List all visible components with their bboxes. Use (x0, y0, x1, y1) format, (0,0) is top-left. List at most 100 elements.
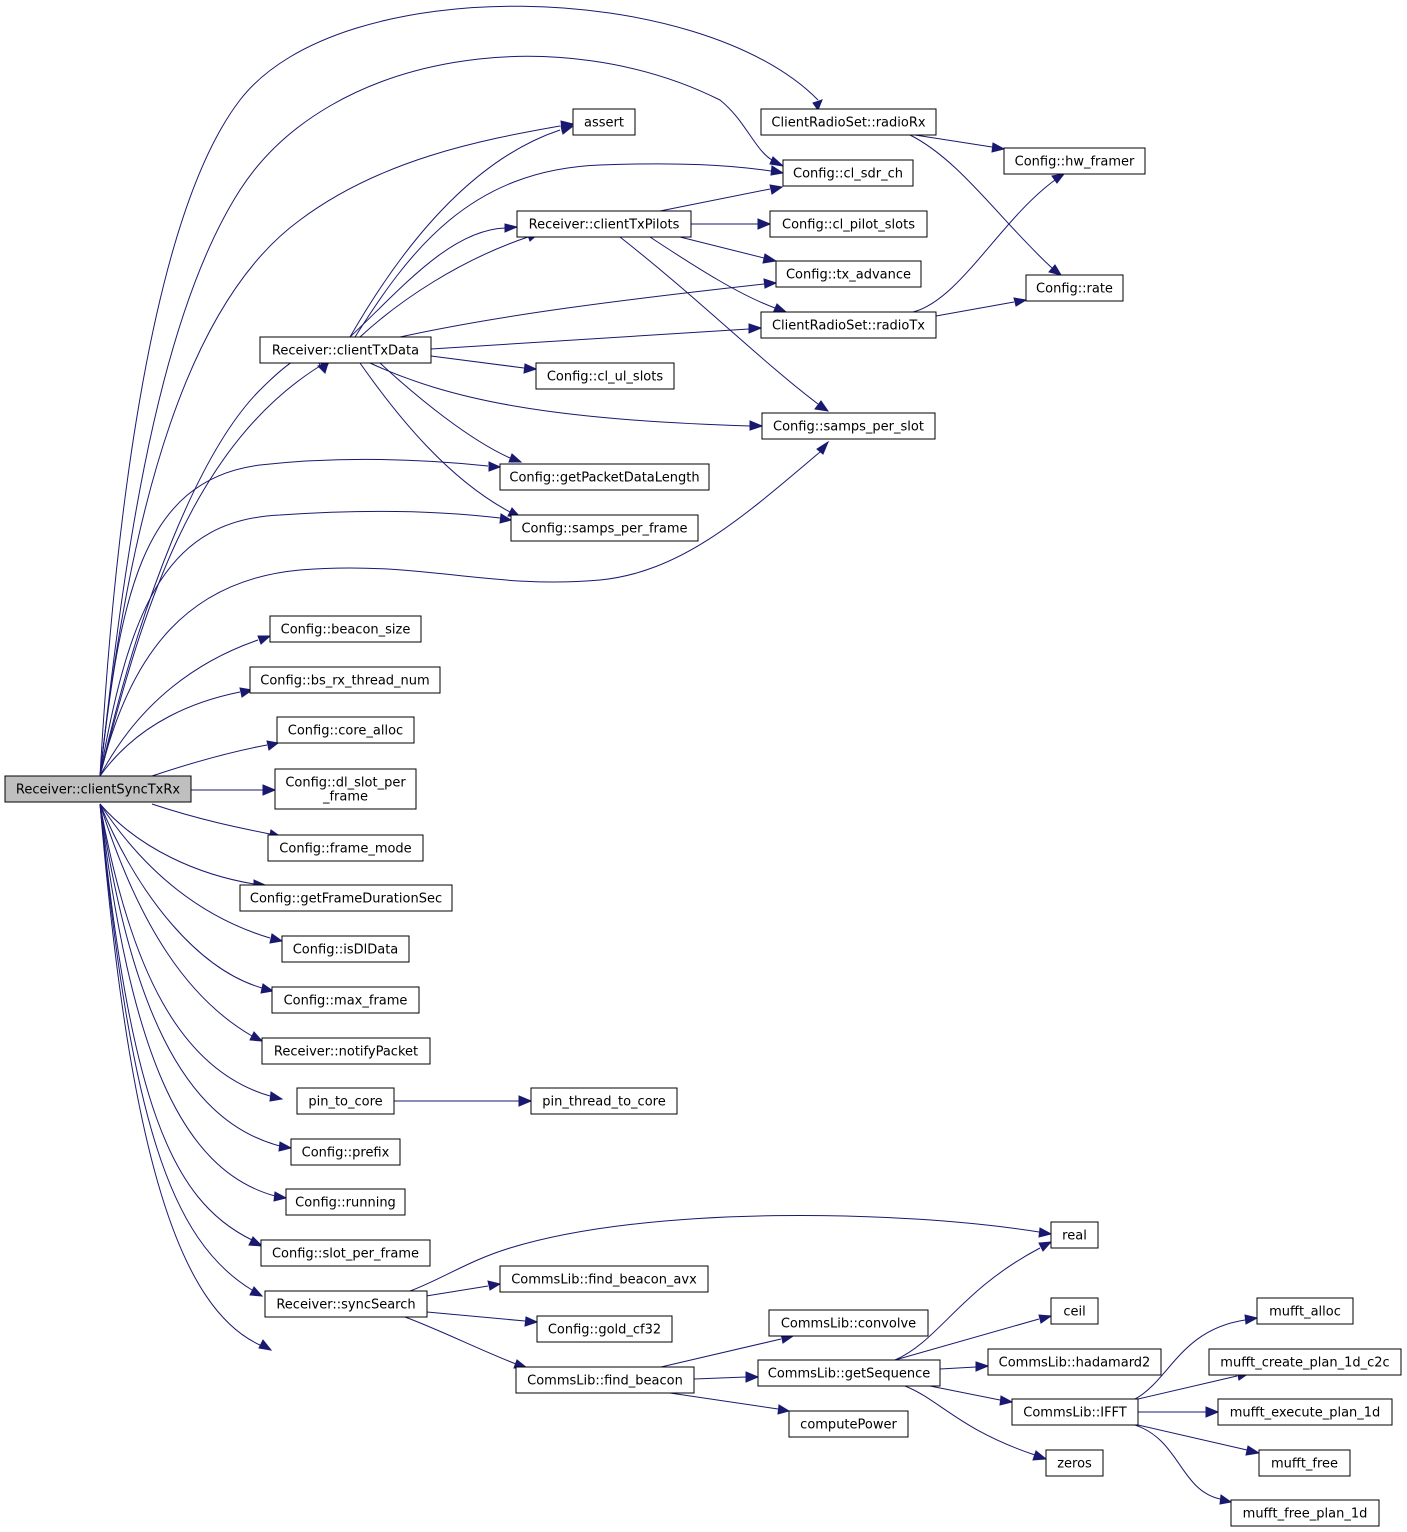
node-assert[interactable]: assert (572, 108, 636, 136)
node-label: Receiver::clientTxPilots (529, 218, 680, 233)
node-core-alloc[interactable]: Config::core_alloc (276, 716, 415, 744)
edge-line (409, 1214, 1040, 1292)
node-dl-slot-per-frame[interactable]: Config::dl_slot_per_frame (274, 768, 417, 810)
node-cl-pilot-slots[interactable]: Config::cl_pilot_slots (769, 210, 928, 238)
call-edge (99, 687, 254, 777)
node-tx-advance[interactable]: Config::tx_advance (775, 260, 922, 288)
call-edge (669, 1392, 791, 1415)
node-box (239, 884, 453, 912)
edge-arrowhead (749, 420, 764, 431)
node-slot-per-frame[interactable]: Config::slot_per_frame (260, 1239, 431, 1267)
node-box (510, 514, 699, 542)
edge-line (399, 283, 765, 338)
node-zeros[interactable]: zeros (1045, 1449, 1104, 1477)
node-mufft-alloc[interactable]: mufft_alloc (1256, 1297, 1354, 1325)
node-box (782, 159, 914, 187)
edge-line (151, 744, 268, 777)
node-box (499, 463, 710, 491)
node-rate[interactable]: Config::rate (1025, 274, 1124, 302)
call-edge (99, 803, 264, 1042)
node-find-beacon-avx[interactable]: CommsLib::find_beacon_avx (499, 1265, 709, 1293)
edge-line (99, 639, 259, 777)
node-samps-per-slot[interactable]: Config::samps_per_slot (761, 412, 936, 440)
node-label: Config::frame_mode (279, 842, 411, 857)
edge-arrowhead (748, 323, 763, 334)
node-ifft[interactable]: CommsLib::IFFT (1011, 1398, 1139, 1426)
node-find-beacon[interactable]: CommsLib::find_beacon (515, 1366, 695, 1394)
node-notifypacket[interactable]: Receiver::notifyPacket (261, 1037, 431, 1065)
edge-line (99, 355, 321, 777)
call-edge (99, 803, 267, 890)
node-computepower[interactable]: computePower (788, 1410, 909, 1438)
node-getsequence[interactable]: CommsLib::getSequence (757, 1359, 941, 1387)
node-max-frame[interactable]: Config::max_frame (271, 986, 420, 1014)
call-edge (426, 1311, 539, 1327)
call-edge (99, 803, 293, 1152)
edge-line (349, 129, 561, 338)
node-clientsynctxrx[interactable]: Receiver::clientSyncTxRx (4, 775, 192, 803)
node-syncsearch[interactable]: Receiver::syncSearch (264, 1290, 428, 1318)
node-clienttxpilots[interactable]: Receiver::clientTxPilots (516, 210, 692, 238)
edge-arrowhead (1219, 1494, 1233, 1505)
node-beacon-size[interactable]: Config::beacon_size (269, 615, 422, 643)
node-cl-sdr-ch[interactable]: Config::cl_sdr_ch (782, 159, 914, 187)
node-mufft-free[interactable]: mufft_free (1258, 1449, 1351, 1477)
node-prefix[interactable]: Config::prefix (290, 1138, 401, 1166)
node-hadamard2[interactable]: CommsLib::hadamard2 (987, 1348, 1162, 1376)
node-box (769, 210, 928, 238)
call-edge (649, 236, 788, 314)
call-edge (99, 803, 264, 1297)
node-box (760, 311, 937, 339)
edge-line (419, 1285, 489, 1298)
node-box (516, 210, 692, 238)
call-edge (1138, 1406, 1220, 1418)
node-box (515, 1366, 695, 1394)
node-frame-mode[interactable]: Config::frame_mode (267, 834, 424, 862)
node-getframedurationsec[interactable]: Config::getFrameDurationSec (239, 884, 453, 912)
node-pin-thread-to-core[interactable]: pin_thread_to_core (530, 1087, 678, 1115)
node-mufft-free-plan-1d[interactable]: mufft_free_plan_1d (1230, 1499, 1380, 1527)
edge-arrowhead (249, 1286, 264, 1297)
node-clienttxdata[interactable]: Receiver::clientTxData (259, 336, 432, 364)
node-label: CommsLib::getSequence (768, 1367, 930, 1382)
node-gold-cf32[interactable]: Config::gold_cf32 (536, 1315, 673, 1343)
call-edge (1137, 1424, 1261, 1456)
node-convolve[interactable]: CommsLib::convolve (768, 1309, 929, 1337)
node-bs-rx-thread-num[interactable]: Config::bs_rx_thread_num (249, 666, 441, 694)
node-box (281, 935, 410, 963)
node-running[interactable]: Config::running (285, 1188, 406, 1216)
node-box (1258, 1449, 1351, 1477)
call-edge (912, 173, 1066, 313)
edge-line (99, 691, 241, 777)
node-radiorx[interactable]: ClientRadioSet::radioRx (760, 108, 937, 136)
edge-line (693, 1376, 747, 1380)
call-edge (99, 803, 284, 944)
node-hw-framer[interactable]: Config::hw_framer (1003, 147, 1146, 175)
edge-line (679, 236, 765, 259)
call-edge (1134, 1314, 1259, 1400)
node-label: real (1062, 1229, 1087, 1244)
node-mufft-create-plan-1d-c2c[interactable]: mufft_create_plan_1d_c2c (1208, 1348, 1402, 1376)
node-box (259, 336, 432, 364)
node-isdldata[interactable]: Config::isDlData (281, 935, 410, 963)
edge-line (379, 362, 511, 459)
edge-arrowhead (260, 983, 275, 994)
node-cl-ul-slots[interactable]: Config::cl_ul_slots (535, 362, 675, 390)
node-getpacketdatalength[interactable]: Config::getPacketDataLength (499, 463, 710, 491)
call-edge (99, 803, 288, 1202)
node-pin-to-core[interactable]: pin_to_core (296, 1087, 395, 1115)
call-edge (99, 510, 513, 777)
node-box (274, 768, 417, 810)
node-mufft-execute-plan-1d[interactable]: mufft_execute_plan_1d (1217, 1398, 1393, 1426)
node-label: Config::gold_cf32 (548, 1323, 661, 1338)
node-ceil[interactable]: ceil (1050, 1297, 1099, 1325)
edge-arrowhead (812, 99, 823, 112)
node-samps-per-frame[interactable]: Config::samps_per_frame (510, 514, 699, 542)
node-real[interactable]: real (1050, 1221, 1099, 1249)
edge-line (99, 803, 253, 1037)
call-edge (1134, 1424, 1233, 1505)
node-radiotx[interactable]: ClientRadioSet::radioTx (760, 311, 937, 339)
node-box (1011, 1398, 1139, 1426)
edge-line (359, 362, 511, 513)
edge-arrowhead (769, 184, 784, 195)
